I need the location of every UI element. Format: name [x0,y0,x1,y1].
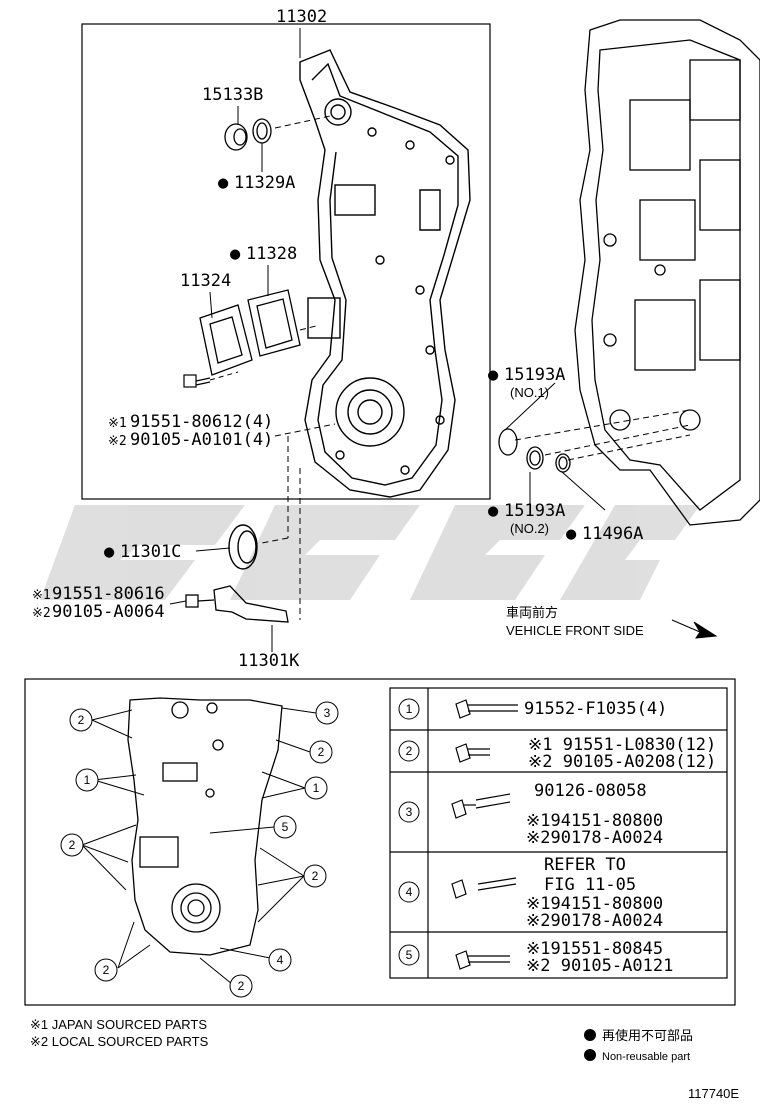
oil-seal-drawing [228,524,258,570]
note-local-sourced: ※2 LOCAL SOURCED PARTS [30,1034,209,1049]
table-1-line-1: 91552-F1035(4) [524,699,667,719]
table-2-line-1: ※1 91551-L0830(12) [528,735,716,755]
bolt-layout-frame [24,678,736,1006]
label-11302: 11302 [276,7,327,27]
fastener-table [389,687,728,979]
table-5-line-1: ※191551-80845 [526,939,663,959]
callout-numbers: 2 3 2 1 1 5 2 2 2 4 2 [69,706,331,993]
svg-text:1: 1 [313,781,320,795]
dot-11301c: ● [104,542,115,562]
table-3-line-3: ※290178-A0024 [526,828,663,848]
engine-block-drawing [574,19,760,526]
table-num-5: 5 [406,948,413,962]
direction-en: VEHICLE FRONT SIDE [506,623,644,638]
svg-text:2: 2 [78,713,85,727]
legend-en: Non-reusable part [602,1051,690,1063]
svg-text:2: 2 [69,838,76,852]
svg-text:2: 2 [318,745,325,759]
dot-15193a-2: ● [488,501,499,521]
table-5-line-2: ※2 90105-A0121 [526,956,673,976]
cover-frame [81,23,491,500]
label-11324: 11324 [180,271,231,291]
table-num-3: 3 [406,805,413,819]
label-15193a-no1: 15193A [504,365,565,385]
table-3-line-2: ※194151-80800 [526,811,663,831]
callout-circles [60,701,339,998]
dot-11328: ● [230,244,241,264]
watermark-logo [40,505,700,600]
legend-dot-icon [584,1029,596,1041]
svg-text:2: 2 [312,869,319,883]
bolt-a-drawing [183,374,211,388]
table-4-line-1: REFER TO [544,855,626,875]
label-no1: (NO.1) [510,385,549,400]
legend-jp: 再使用不可部品 [602,1028,693,1043]
mark-1-b: ※1 [32,588,51,603]
label-15193a-no2: 15193A [504,501,565,521]
plug-15133b-drawing [224,118,272,151]
direction-jp: 車両前方 [506,605,558,620]
label-11301k: 11301K [238,651,300,671]
o-ring-drawing [498,428,571,473]
dot-15193a-1: ● [488,365,499,385]
label-bolt-a2: 90105-A0101(4) [130,430,273,450]
label-bolt-b2: 90105-A0064 [52,602,165,622]
callout-leaders [81,707,317,985]
front-direction-arrow [671,619,718,639]
legend-dot-icon-2 [584,1049,596,1061]
table-4-line-3: ※194151-80800 [526,894,663,914]
table-4-line-2: FIG 11-05 [544,875,636,895]
svg-text:3: 3 [324,706,331,720]
figure-id: 117740E [688,1086,739,1101]
label-11301c: 11301C [120,542,181,562]
table-3-line-1: 90126-08058 [534,781,647,801]
bolt-icons [451,699,518,970]
label-no2: (NO.2) [510,521,549,536]
table-4-line-4: ※290178-A0024 [526,911,663,931]
dot-11496a: ● [566,524,577,544]
svg-text:5: 5 [282,820,289,834]
svg-text:2: 2 [238,979,245,993]
mark-2-b: ※2 [32,606,51,621]
table-2-line-2: ※2 90105-A0208(12) [528,752,716,772]
vent-plate-drawing [199,289,301,376]
label-11328: 11328 [246,244,297,264]
label-11496a: 11496A [582,524,643,544]
table-num-4: 4 [406,885,413,899]
cover-front-view [127,697,283,956]
svg-text:4: 4 [277,953,284,967]
table-num-2: 2 [406,744,413,758]
table-num-1: 1 [406,702,413,716]
mark-1-a: ※1 [108,416,127,431]
leader-plug [274,115,331,129]
note-japan-sourced: ※1 JAPAN SOURCED PARTS [30,1017,207,1032]
svg-text:1: 1 [84,773,91,787]
label-bolt-a1: 91551-80612(4) [130,412,273,432]
mark-2-a: ※2 [108,434,127,449]
svg-text:2: 2 [103,963,110,977]
dot-11329a: ● [218,173,229,193]
label-15133b: 15133B [202,85,263,105]
label-bolt-b1: 91551-80616 [52,584,165,604]
label-11329a: 11329A [234,173,295,193]
table-row-circles [398,698,420,966]
timing-cover-drawing [299,49,471,498]
